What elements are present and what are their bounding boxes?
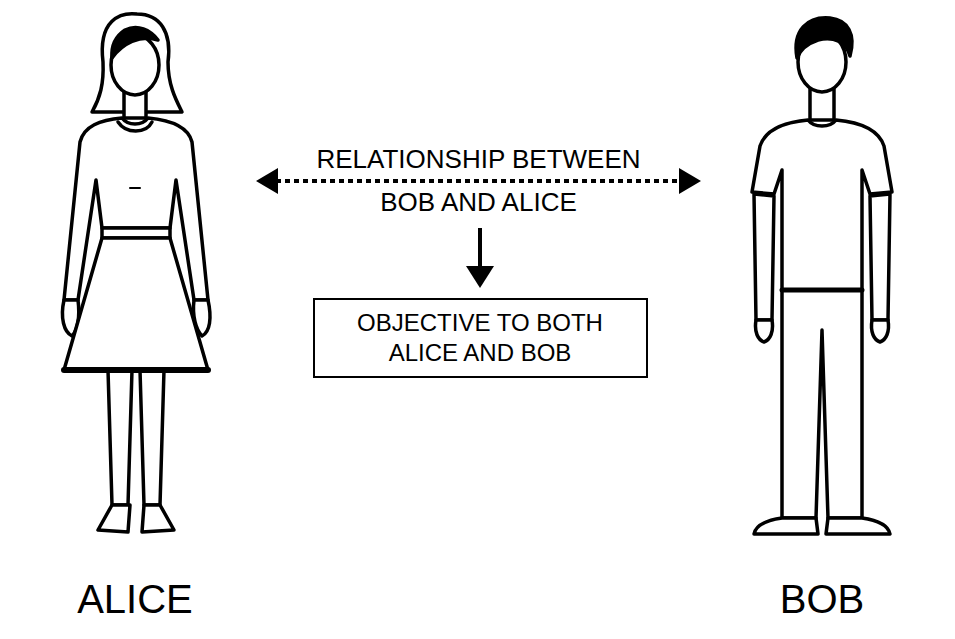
relationship-arrow (276, 179, 681, 183)
bob-figure (752, 18, 892, 534)
person-name: ALICE (18, 576, 252, 622)
down-arrow (466, 228, 494, 288)
objective-text: OBJECTIVE TO BOTH ALICE AND BOB (329, 308, 632, 368)
alice-figure (62, 14, 210, 532)
objective-box: OBJECTIVE TO BOTH ALICE AND BOB (313, 298, 648, 378)
edge-label: RELATIONSHIP BETWEEN BOB AND ALICE (289, 138, 669, 224)
person-node: ALICE (18, 10, 252, 622)
arrowhead (256, 168, 278, 194)
person-name: BOB (705, 576, 939, 622)
arrowhead (679, 168, 701, 194)
person-node: BOB (705, 10, 939, 622)
